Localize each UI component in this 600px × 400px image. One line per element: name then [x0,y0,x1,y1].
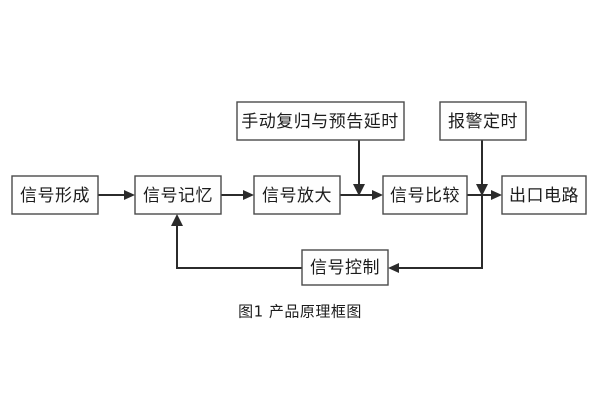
connector-amplify-to-compare [340,190,383,200]
arrowhead-icon [372,190,383,200]
node-label: 信号放大 [262,186,332,206]
node-box [501,175,587,215]
node-label: 信号形成 [20,186,90,206]
node-box [236,101,405,141]
connector-alarm-timer-down [476,140,488,196]
connector-control-to-memory-feedback [171,214,302,269]
node-signal-amplify[interactable]: 信号放大 [253,175,341,215]
arrowhead-icon [171,214,183,226]
arrowhead-icon [476,184,488,196]
node-label: 信号记忆 [143,186,213,206]
connector-compare-to-control-feedback [388,196,483,273]
node-signal-memory[interactable]: 信号记忆 [134,175,222,215]
node-box [301,249,389,286]
connector-compare-to-output [467,190,502,200]
node-alarm-timer[interactable]: 报警定时 [439,101,527,141]
connector-memory-to-amplify [221,190,254,200]
arrowhead-icon [353,184,365,196]
node-manual-reset[interactable]: 手动复归与预告延时 [236,101,405,141]
node-label: 信号比较 [390,186,460,206]
node-label: 出口电路 [509,186,579,206]
node-signal-formation[interactable]: 信号形成 [11,175,99,215]
arrowhead-icon [243,190,254,200]
node-output-circuit[interactable]: 出口电路 [501,175,587,215]
arrowhead-icon [491,190,502,200]
node-label: 信号控制 [310,258,380,278]
connector-formation-to-memory [98,190,135,200]
node-signal-compare[interactable]: 信号比较 [382,175,468,215]
arrowhead-icon [388,263,399,273]
connector-manual-reset-down [353,140,365,196]
arrowhead-icon [124,190,135,200]
node-box [11,175,99,215]
node-box [253,175,341,215]
node-label: 报警定时 [448,112,518,132]
node-box [134,175,222,215]
node-box [382,175,468,215]
node-label: 手动复归与预告延时 [241,112,399,132]
node-box [439,101,527,141]
figure-caption: 图1 产品原理框图 [238,303,362,321]
node-signal-control[interactable]: 信号控制 [301,249,389,286]
